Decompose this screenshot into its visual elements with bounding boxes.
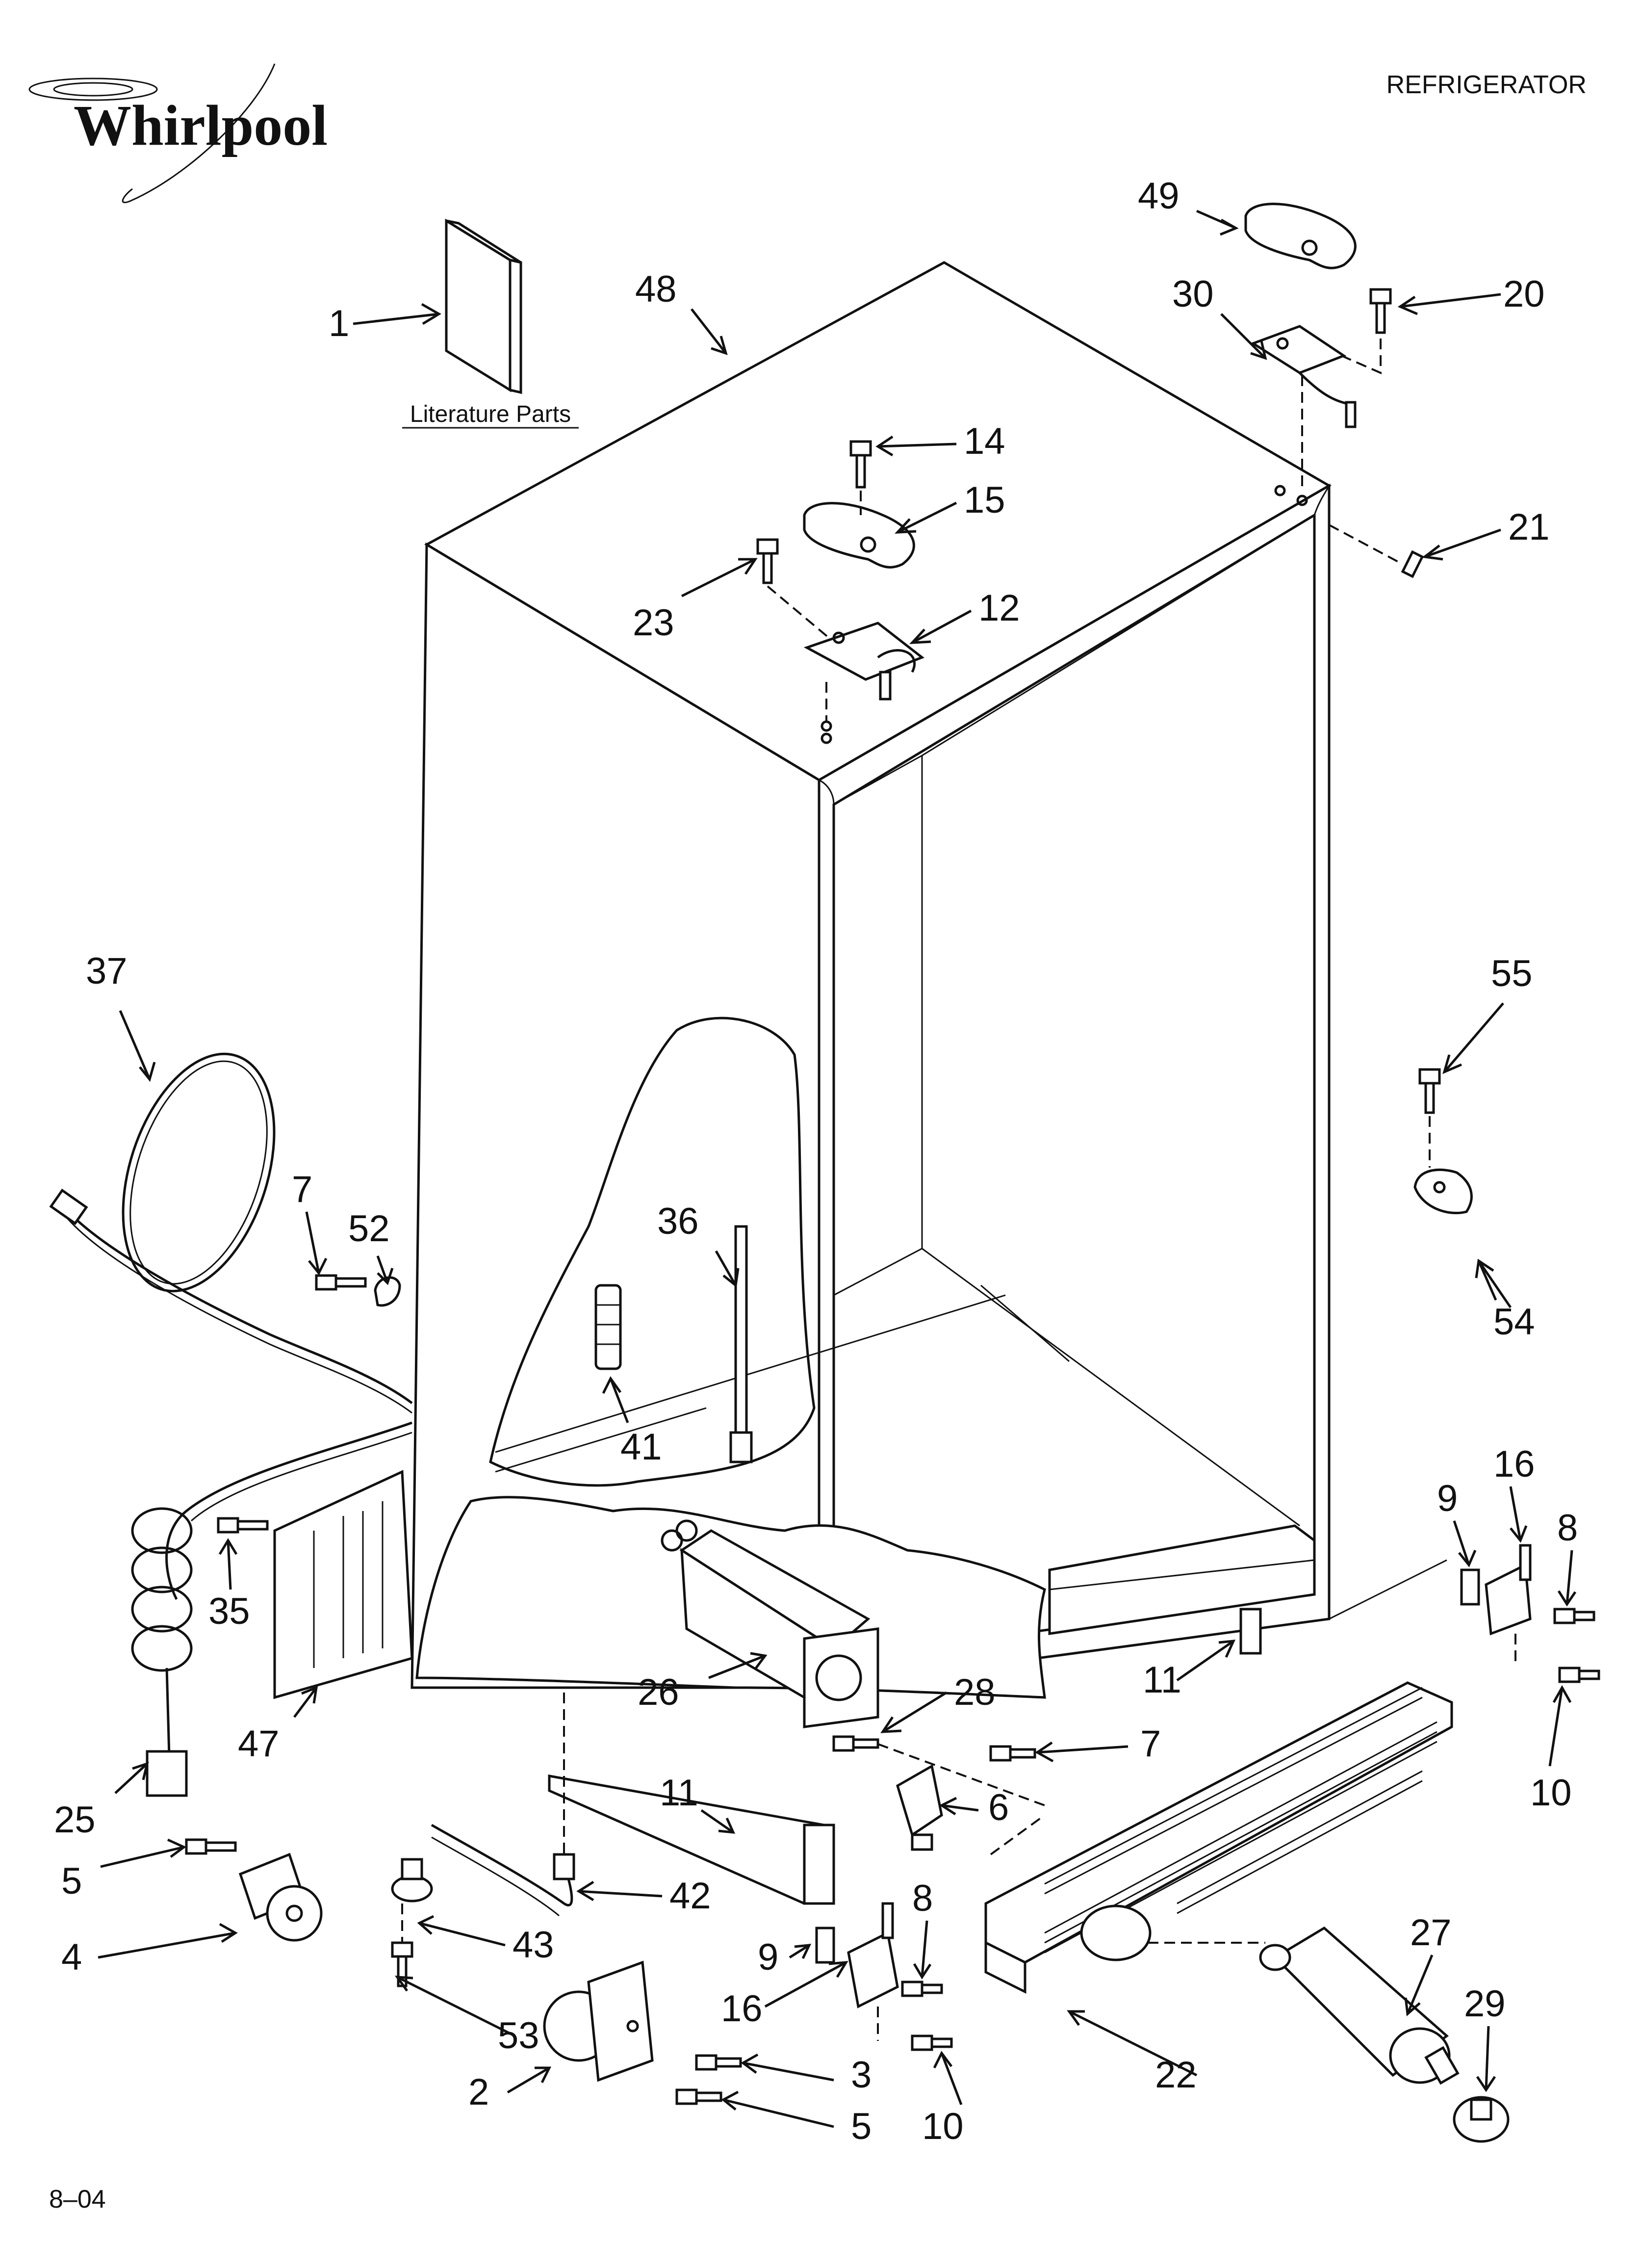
callout-35: 35 (208, 1590, 250, 1632)
callout-41: 41 (620, 1426, 662, 1468)
callout-2: 2 (468, 2071, 489, 2113)
callout-10: 10 (922, 2106, 964, 2147)
part-9-shim-lower (815, 1927, 835, 1964)
callout-7: 7 (1140, 1723, 1161, 1765)
callout-22: 22 (1155, 2054, 1197, 2096)
part-29-filter-cap (1453, 2096, 1510, 2143)
callout-25: 25 (54, 1799, 96, 1841)
callout-26: 26 (638, 1671, 679, 1713)
part-49-hinge-cover (1244, 203, 1357, 269)
part-8-screw-lower (901, 1981, 943, 1997)
part-2-roller-bracket (543, 1960, 654, 2082)
part-7-screw (315, 1274, 367, 1291)
part-26-filter-housing (661, 1519, 879, 1728)
callout-29: 29 (1464, 1983, 1506, 2025)
literature-parts-booklet (445, 218, 522, 394)
callout-4: 4 (61, 1936, 82, 1978)
part-55-screw (1418, 1068, 1441, 1114)
callout-53: 53 (498, 2015, 539, 2057)
callout-8: 8 (912, 1877, 933, 1919)
callout-20: 20 (1503, 273, 1545, 315)
part-36-rod (729, 1225, 753, 1463)
part-30-hinge (1250, 325, 1357, 428)
part-47-rear-access-cover (273, 1470, 413, 1699)
literature-parts-label: Literature Parts (410, 401, 571, 427)
page-title: REFRIGERATOR (1386, 71, 1587, 99)
callout-54: 54 (1493, 1301, 1535, 1343)
part-15-hinge-cover (803, 502, 915, 569)
callout-30: 30 (1172, 273, 1214, 315)
callout-11: 11 (1143, 1659, 1181, 1701)
part-43-clamp (391, 1858, 433, 1903)
callout-36: 36 (657, 1200, 699, 1242)
hinge-mounting-hole (1274, 485, 1286, 496)
callout-5: 5 (851, 2106, 872, 2147)
callout-9: 9 (758, 1936, 778, 1978)
part-14-screw (849, 440, 872, 489)
callout-55: 55 (1491, 953, 1533, 994)
part-7-screw-front (989, 1745, 1036, 1762)
hinge-mounting-hole (1296, 495, 1308, 506)
part-5-screw-upper (185, 1838, 237, 1855)
callout-27: 27 (1410, 1912, 1452, 1954)
callout-1: 1 (329, 303, 349, 344)
part-16-lower-hinge-right (1485, 1544, 1532, 1636)
callout-15: 15 (964, 479, 1005, 521)
callout-10: 10 (1530, 1772, 1572, 1814)
part-25-wire-harness (131, 1421, 412, 1797)
part-8-screw-upper (1553, 1608, 1595, 1624)
callout-47: 47 (238, 1723, 280, 1765)
callout-3: 3 (851, 2054, 872, 2096)
part-37-power-cord (49, 1052, 413, 1414)
callout-14: 14 (964, 420, 1005, 462)
callout-5: 5 (61, 1860, 82, 1902)
part-35-screw (217, 1517, 269, 1534)
part-21-plug (1401, 550, 1424, 578)
callout-9: 9 (1437, 1478, 1458, 1519)
part-27-water-filter (1259, 1926, 1460, 2085)
callout-21: 21 (1508, 506, 1550, 548)
callout-28: 28 (954, 1671, 996, 1713)
part-41-spring (594, 1284, 622, 1370)
revision-code: 8–04 (49, 2185, 106, 2214)
part-10-screw-lower (911, 2034, 953, 2051)
part-16-lower-hinge-bottom (847, 1902, 899, 2008)
part-22-base-grille (984, 1681, 1453, 1994)
callout-16: 16 (1493, 1443, 1535, 1485)
callout-16: 16 (721, 1988, 763, 2030)
cabinet-cutaway-upper (489, 1017, 1006, 1487)
part-3-screw (695, 2054, 742, 2071)
part-20-screw (1369, 288, 1392, 334)
part-10-screw-upper (1558, 1667, 1600, 1683)
callout-49: 49 (1138, 175, 1180, 217)
callout-43: 43 (513, 1924, 554, 1966)
callout-48: 48 (635, 268, 677, 310)
part-9-shim-upper (1460, 1568, 1480, 1606)
callout-23: 23 (633, 602, 674, 644)
callout-11: 11 (660, 1772, 698, 1814)
part-4-roller (238, 1852, 323, 1942)
whirlpool-logo: Whirlpool (28, 63, 328, 204)
part-6-clip (896, 1764, 943, 1851)
callout-52: 52 (348, 1208, 390, 1250)
callout-6: 6 (988, 1787, 1009, 1828)
callout-leader-lines (98, 209, 1577, 2128)
part-28-screw (832, 1735, 879, 1752)
part-23-screw (756, 538, 779, 584)
part-12-top-hinge (803, 622, 925, 744)
cabinet-bottom-corner (548, 1774, 835, 1905)
part-42-drain-tube (431, 1824, 575, 1917)
callout-42: 42 (669, 1875, 711, 1917)
callout-7: 7 (292, 1169, 312, 1210)
callout-labels: 1 48 49 30 20 14 15 23 12 21 37 55 36 7 … (54, 175, 1578, 2147)
part-5-screw-lower (675, 2088, 722, 2105)
brand-name: Whirlpool (74, 93, 328, 157)
callout-37: 37 (86, 950, 128, 992)
callout-8: 8 (1557, 1507, 1578, 1549)
part-54-bracket (1413, 1168, 1473, 1215)
part-52-clip (374, 1276, 401, 1307)
part-11-bracket-right (1239, 1608, 1262, 1655)
callout-12: 12 (978, 587, 1020, 629)
